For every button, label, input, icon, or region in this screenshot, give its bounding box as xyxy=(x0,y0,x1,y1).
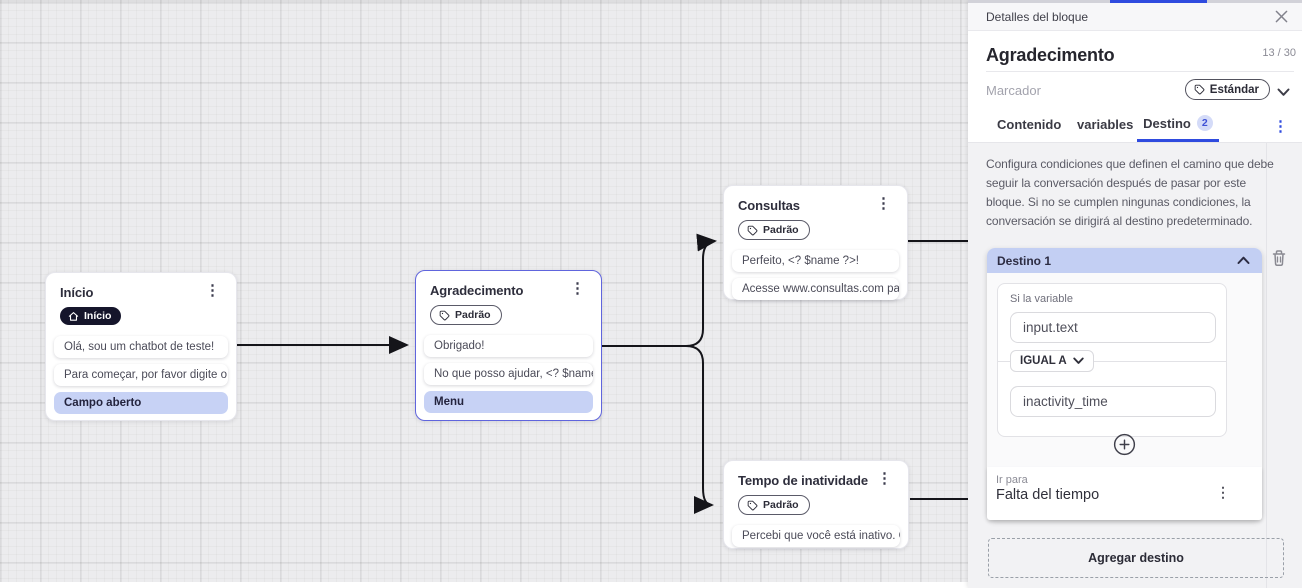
destination-card: Destino 1 Si la variable IGUAL A xyxy=(987,248,1262,520)
chevron-down-icon xyxy=(1072,357,1084,364)
node-title: Início xyxy=(60,285,94,300)
node-inicio[interactable]: Início ⋮ Início Olá, sou um chatbot de t… xyxy=(45,272,237,421)
node-agradecimento[interactable]: Agradecimento ⋮ Padrão Obrigado! No que … xyxy=(415,270,602,421)
message-chip[interactable]: Para começar, por favor digite o ... xyxy=(54,363,228,386)
badge-label: Padrão xyxy=(763,499,799,511)
goto-label: Ir para xyxy=(996,474,1028,486)
active-tab-underline xyxy=(1110,0,1207,3)
badge-label: Padrão xyxy=(455,309,491,321)
marker-placeholder[interactable]: Marcador xyxy=(986,83,1041,98)
node-consultas[interactable]: Consultas ⋮ Padrão Perfeito, <? $name ?>… xyxy=(723,185,908,300)
padrao-badge: Padrão xyxy=(430,305,502,325)
destino-tab-content: Configura condiciones que definen el cam… xyxy=(968,143,1302,588)
home-icon xyxy=(68,311,79,321)
panel-top-tabs-strip xyxy=(968,0,1302,3)
tabs-kebab-menu-icon[interactable]: ⋮ xyxy=(1273,118,1288,135)
block-title[interactable]: Agradecimento xyxy=(986,45,1115,65)
chevron-up-icon[interactable] xyxy=(1237,252,1250,270)
compare-value-input[interactable] xyxy=(1010,386,1216,417)
message-chip[interactable]: No que posso ajudar, <? $name ... xyxy=(424,362,593,385)
condition-label: Si la variable xyxy=(1010,293,1073,305)
message-chip[interactable]: Perfeito, <? $name ?>! xyxy=(732,249,899,272)
close-icon[interactable] xyxy=(1275,10,1288,23)
tab-destino[interactable]: Destino 2 xyxy=(1137,107,1219,142)
panel-header: Detalles del bloque xyxy=(968,3,1302,31)
node-tempo-inatividade[interactable]: Tempo de inatividade ⋮ Padrão Percebi qu… xyxy=(723,460,909,549)
tag-icon xyxy=(1194,84,1205,95)
open-field-chip[interactable]: Campo aberto xyxy=(54,391,228,414)
add-condition-button[interactable] xyxy=(1113,433,1136,456)
message-chip[interactable]: Olá, sou um chatbot de teste! xyxy=(54,335,228,358)
tab-destino-label: Destino xyxy=(1143,115,1191,131)
edge-agradecimento-consultas xyxy=(602,233,717,347)
badge-label: Padrão xyxy=(763,224,799,236)
kebab-menu-icon[interactable]: ⋮ xyxy=(570,280,585,297)
flow-canvas[interactable]: Início ⋮ Início Olá, sou um chatbot de t… xyxy=(0,0,968,588)
char-counter: 13 / 30 xyxy=(1262,47,1296,59)
message-chip[interactable]: Obrigado! xyxy=(424,334,593,357)
divider xyxy=(986,71,1294,72)
tag-icon xyxy=(439,310,450,320)
kebab-menu-icon[interactable]: ⋮ xyxy=(205,282,220,299)
destination-title: Destino 1 xyxy=(997,253,1052,268)
kebab-menu-icon[interactable]: ⋮ xyxy=(876,195,891,212)
goto-value: Falta del tiempo xyxy=(996,487,1100,503)
padrao-badge: Padrão xyxy=(738,220,810,240)
tag-icon xyxy=(747,225,758,235)
tab-contenido[interactable]: Contenido xyxy=(997,117,1062,132)
menu-chip[interactable]: Menu xyxy=(424,390,593,413)
chevron-down-icon[interactable] xyxy=(1277,84,1290,102)
goto-section[interactable]: Ir para Falta del tiempo ⋮ xyxy=(987,467,1262,520)
canvas-scrollbar-track[interactable] xyxy=(0,582,968,588)
destino-description: Configura condiciones que definen el cam… xyxy=(986,157,1274,228)
node-title: Agradecimento xyxy=(430,283,524,298)
padrao-badge: Padrão xyxy=(738,495,810,515)
block-details-panel: Detalles del bloque Agradecimento 13 / 3… xyxy=(968,0,1302,588)
kebab-menu-icon[interactable]: ⋮ xyxy=(877,470,892,487)
variable-input[interactable] xyxy=(1010,312,1216,343)
add-destination-button[interactable]: Agregar destino xyxy=(988,538,1284,578)
tab-variables[interactable]: variables xyxy=(1077,117,1134,132)
operator-dropdown[interactable]: IGUAL A xyxy=(1010,350,1094,372)
tabs-row: Contenido variables Destino 2 ⋮ xyxy=(968,108,1302,143)
edge-agradecimento-tempo xyxy=(602,345,714,514)
goto-kebab-menu-icon[interactable]: ⋮ xyxy=(1216,484,1230,500)
tab-destino-count-badge: 2 xyxy=(1196,115,1213,131)
message-chip[interactable]: Acesse www.consultas.com par... xyxy=(732,277,899,300)
divider xyxy=(998,361,1226,362)
node-title: Consultas xyxy=(738,198,800,213)
scroll-divider xyxy=(1266,143,1267,588)
badge-label: Início xyxy=(84,310,112,322)
tag-icon xyxy=(747,500,758,510)
message-chip[interactable]: Percebi que você está inativo. C... xyxy=(732,524,900,547)
panel-header-title: Detalles del bloque xyxy=(986,9,1089,24)
operator-label: IGUAL A xyxy=(1020,355,1067,367)
node-title: Tempo de inatividade xyxy=(738,473,868,488)
marker-chip-label: Estándar xyxy=(1209,83,1259,96)
condition-card: Si la variable IGUAL A xyxy=(997,283,1227,437)
marker-chip[interactable]: Estándar xyxy=(1184,79,1270,100)
delete-destination-icon[interactable] xyxy=(1271,249,1287,272)
inicio-badge: Início xyxy=(60,307,122,325)
destination-card-header[interactable]: Destino 1 xyxy=(987,248,1262,273)
